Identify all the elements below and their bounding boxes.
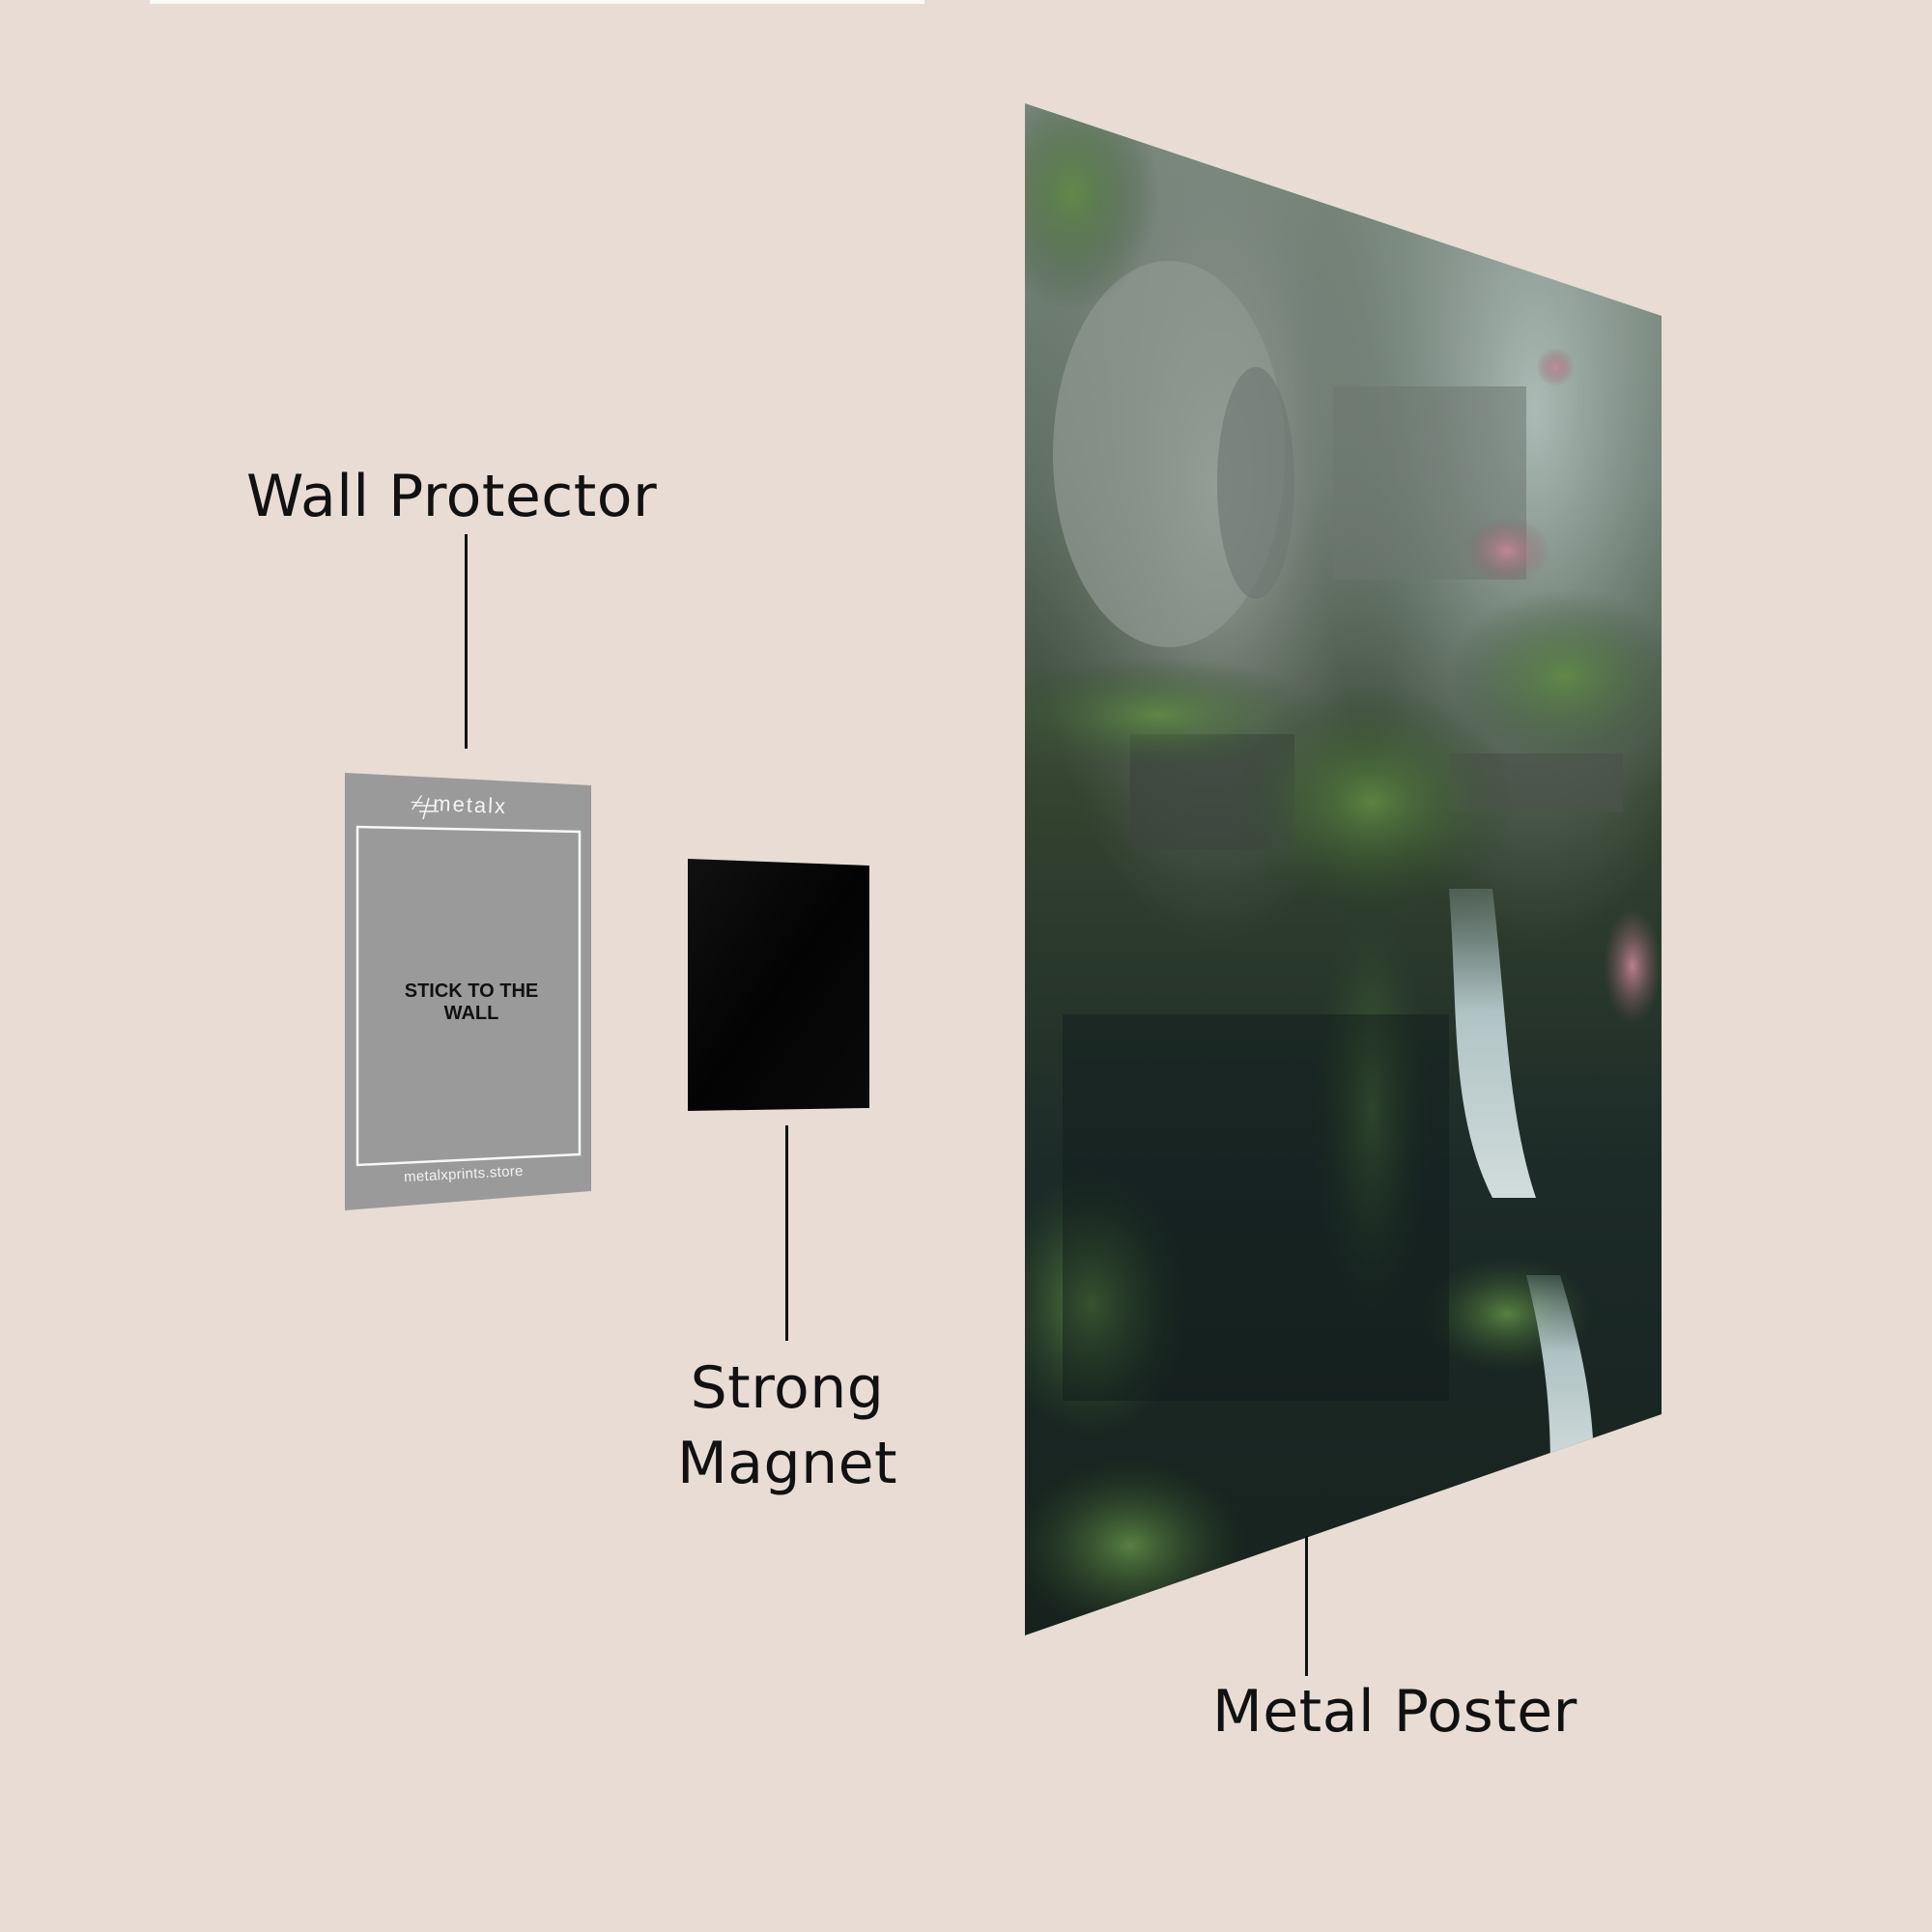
metal-poster: [1025, 103, 1662, 1635]
top-edge-strip: [150, 0, 924, 4]
strong-magnet: [688, 859, 869, 1111]
label-strong-magnet-line1: Strong: [690, 1354, 885, 1422]
metalx-logo-icon: [413, 797, 439, 820]
label-strong-magnet-line2: Magnet: [676, 1430, 898, 1497]
label-strong-magnet: Strong Magnet: [667, 1350, 908, 1501]
connector-line-poster: [1305, 1536, 1308, 1676]
connector-line-wall-protector: [465, 534, 468, 749]
label-metal-poster: Metal Poster: [1212, 1678, 1577, 1746]
connector-line-magnet: [785, 1125, 788, 1341]
protector-instruction: STICK TO THE WALL: [404, 980, 539, 1024]
wall-protector-card: [345, 773, 591, 1210]
label-wall-protector: Wall Protector: [246, 463, 658, 530]
protector-brand-logo: ⌿ metalx: [410, 789, 508, 819]
